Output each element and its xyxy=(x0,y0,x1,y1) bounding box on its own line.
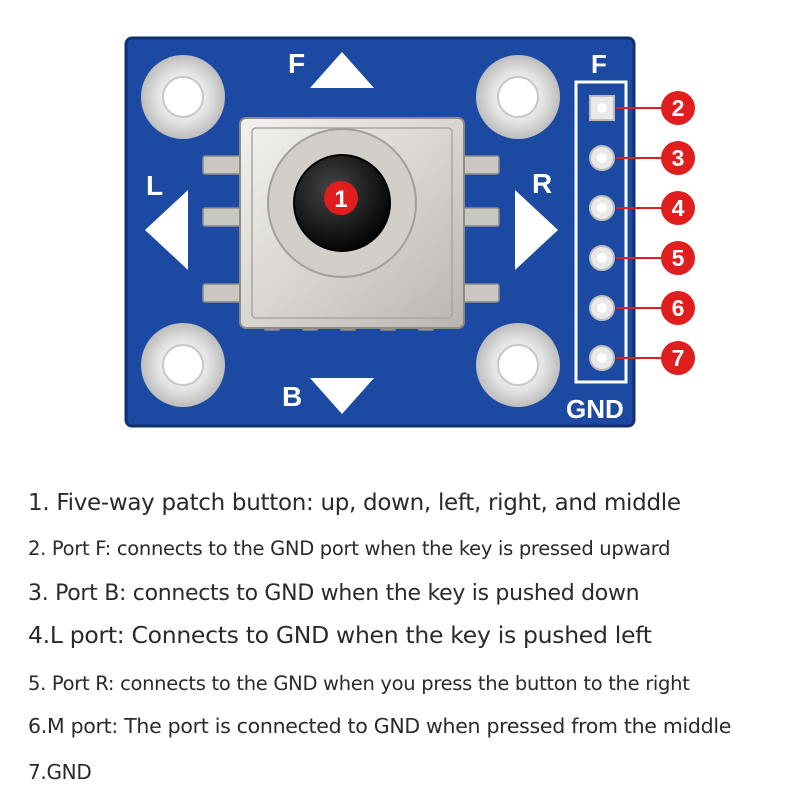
description-3: 3. Port B: connects to GND when the key … xyxy=(28,581,640,606)
header-pin-hole-5 xyxy=(597,253,607,263)
header-pin-hole-4 xyxy=(597,203,607,213)
arrow-down-icon xyxy=(310,378,374,414)
description-5: 5. Port R: connects to the GND when you … xyxy=(28,672,690,695)
header-pin-hole-7 xyxy=(597,353,607,363)
marker-3 xyxy=(661,141,695,175)
label-l: L xyxy=(146,170,163,201)
arrow-up-icon xyxy=(310,52,374,88)
description-1: 1. Five-way patch button: up, down, left… xyxy=(28,490,681,516)
pin-header-outline xyxy=(574,80,628,384)
marker-7-label: 7 xyxy=(672,345,685,371)
mounting-hole-top-right xyxy=(476,55,560,139)
marker-5-label: 5 xyxy=(672,245,685,271)
marker-4 xyxy=(661,191,695,225)
header-pin-hole-3 xyxy=(597,153,607,163)
description-4: 4.L port: Connects to GND when the key i… xyxy=(28,621,652,649)
header-pin-hole-6 xyxy=(597,303,607,313)
mounting-hole-bottom-left xyxy=(141,323,225,407)
mounting-hole-top-left xyxy=(141,55,225,139)
mounting-hole-bottom-right xyxy=(476,323,560,407)
marker-1-label: 1 xyxy=(334,186,347,213)
description-7: 7.GND xyxy=(28,760,92,784)
marker-5 xyxy=(661,241,695,275)
description-6: 6.M port: The port is connected to GND w… xyxy=(28,714,732,738)
label-b: B xyxy=(282,381,302,412)
header-label-f: F xyxy=(591,49,607,79)
header-pin-hole-2 xyxy=(597,103,607,113)
marker-3-label: 3 xyxy=(672,145,685,171)
marker-1 xyxy=(324,181,358,215)
header-label-gnd: GND xyxy=(566,394,624,424)
marker-6 xyxy=(661,291,695,325)
marker-6-label: 6 xyxy=(672,295,685,321)
marker-4-label: 4 xyxy=(672,195,685,221)
label-f: F xyxy=(288,48,305,79)
description-2: 2. Port F: connects to the GND port when… xyxy=(28,537,671,560)
arrow-right-icon xyxy=(515,190,558,270)
marker-2-label: 2 xyxy=(672,95,685,121)
marker-7 xyxy=(661,341,695,375)
marker-2 xyxy=(661,91,695,125)
header-pin-2 xyxy=(589,95,615,121)
label-r: R xyxy=(532,168,552,199)
module-photo: F L R B 1 F GND 2 3 4 5 6 7 xyxy=(124,36,695,428)
arrow-left-icon xyxy=(145,190,188,270)
